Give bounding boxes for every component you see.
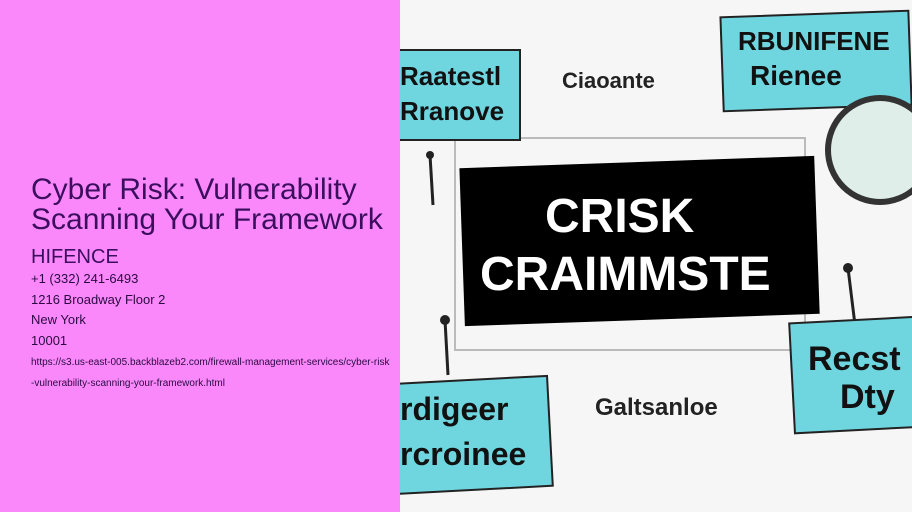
article-info: Cyber Risk: Vulnerability Scanning Your … — [31, 175, 391, 394]
box-top-left — [389, 49, 521, 141]
connector — [428, 154, 435, 206]
box-text: rdigeer — [400, 391, 508, 427]
center-text: CRISK — [545, 190, 695, 243]
magnifier-icon — [825, 95, 912, 205]
left-panel: Cyber Risk: Vulnerability Scanning Your … — [0, 0, 400, 512]
city: New York — [31, 312, 86, 327]
box-bottom-right — [788, 315, 912, 435]
phone: +1 (332) 241-6493 — [31, 271, 139, 286]
box-text: Rranove — [400, 96, 504, 126]
connector — [846, 267, 857, 326]
box-text: Raatestl — [400, 61, 501, 91]
illustration: Raatestl Rranove RBUNIFENE Rienee Ciaoan… — [386, 9, 912, 496]
box-text: rcroinee — [400, 436, 526, 472]
center-text: CRAIMMSTE — [480, 248, 771, 301]
box-text: Dty — [840, 378, 895, 416]
hero-image: Raatestl Rranove RBUNIFENE Rienee Ciaoan… — [386, 0, 912, 512]
box-text: Rienee — [750, 60, 842, 91]
center-box — [459, 155, 820, 327]
connector — [443, 319, 450, 376]
address: 1216 Broadway Floor 2 — [31, 291, 166, 307]
company-name: HIFENCE — [31, 246, 119, 268]
article-url[interactable]: https://s3.us-east-005.backblazeb2.com/f… — [31, 357, 390, 389]
label-bottom: Galtsanloe — [595, 394, 718, 421]
page-title: Cyber Risk: Vulnerability Scanning Your … — [31, 173, 383, 236]
box-text: Recst — [808, 340, 901, 378]
box-top-right — [719, 9, 912, 113]
zip: 10001 — [31, 332, 68, 348]
label-top: Ciaoante — [562, 68, 655, 93]
box-text: RBUNIFENE — [738, 26, 890, 56]
